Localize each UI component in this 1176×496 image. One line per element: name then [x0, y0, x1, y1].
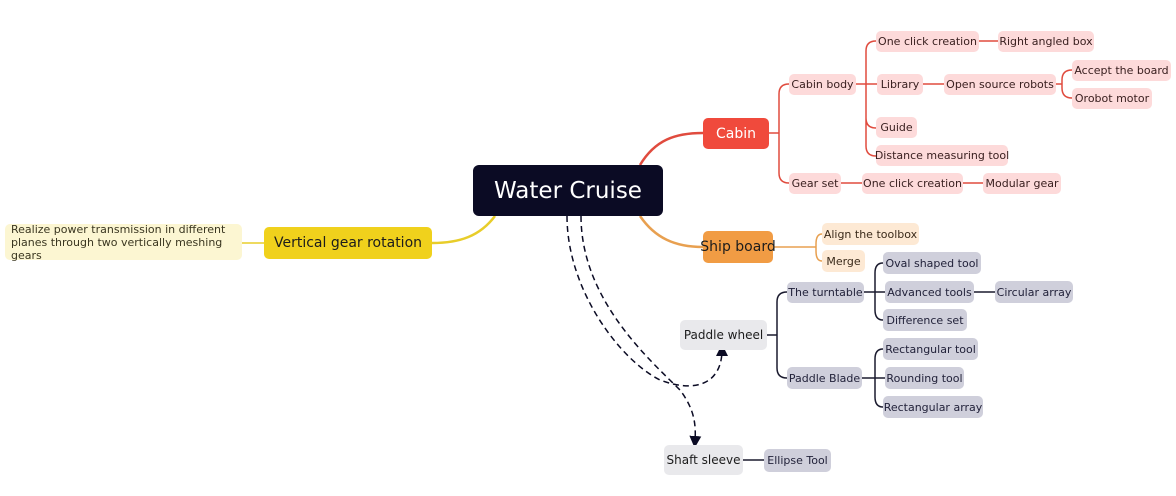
subtopic-circular-array[interactable]: Circular array: [995, 281, 1073, 303]
subtopic-distance-measuring-tool[interactable]: Distance measuring tool: [875, 145, 1009, 166]
edge-cabin-children: [769, 83, 790, 184]
subtopic-gear-one-click-creation[interactable]: One click creation: [862, 173, 963, 194]
subtopic-ellipse-tool[interactable]: Ellipse Tool: [764, 449, 831, 472]
subtopic-difference-set[interactable]: Difference set: [883, 309, 967, 331]
edge-shipboard-children: [773, 233, 823, 262]
subtopic-cabin-body[interactable]: Cabin body: [789, 74, 856, 95]
topic-cabin[interactable]: Cabin: [703, 118, 769, 149]
subtopic-open-source-robots[interactable]: Open source robots: [944, 74, 1056, 95]
subtopic-right-angled-box[interactable]: Right angled box: [998, 31, 1094, 52]
subtopic-one-click-creation[interactable]: One click creation: [876, 31, 979, 52]
subtopic-paddle-blade[interactable]: Paddle Blade: [787, 367, 862, 389]
subtopic-rectangular-array[interactable]: Rectangular array: [883, 396, 983, 418]
root-topic[interactable]: Water Cruise: [473, 165, 663, 216]
subtopic-modular-gear[interactable]: Modular gear: [983, 173, 1061, 194]
topic-shaft-sleeve[interactable]: Shaft sleeve: [664, 445, 743, 475]
subtopic-the-turntable[interactable]: The turntable: [787, 282, 864, 303]
edge-paddle-children: [767, 291, 788, 379]
subtopic-align-the-toolbox[interactable]: Align the toolbox: [822, 223, 919, 245]
subtopic-orobot-motor[interactable]: Orobot motor: [1072, 88, 1152, 109]
subtopic-rectangular-tool[interactable]: Rectangular tool: [883, 338, 978, 360]
edge-cabinbody-children: [856, 40, 877, 157]
edge-root-cabin: [638, 131, 704, 166]
subtopic-accept-the-board[interactable]: Accept the board: [1072, 60, 1171, 81]
edge-turntable-children: [864, 262, 885, 321]
subtopic-gear-set[interactable]: Gear set: [789, 173, 841, 194]
topic-ship-board[interactable]: Ship board: [700, 231, 776, 263]
subtopic-guide[interactable]: Guide: [876, 117, 917, 138]
subtopic-rounding-tool[interactable]: Rounding tool: [885, 367, 964, 389]
subtopic-advanced-tools[interactable]: Advanced tools: [885, 281, 974, 303]
edge-robots-children: [1056, 69, 1073, 99]
subtopic-merge[interactable]: Merge: [822, 250, 865, 272]
note-vertical-gear[interactable]: Realize power transmission in different …: [5, 223, 242, 262]
dashed-arrow-paddle: [566, 215, 728, 387]
subtopic-oval-shaped-tool[interactable]: Oval shaped tool: [883, 252, 981, 274]
topic-vertical-gear-rotation[interactable]: Vertical gear rotation: [264, 227, 432, 259]
topic-paddle-wheel[interactable]: Paddle wheel: [680, 320, 767, 350]
subtopic-library[interactable]: Library: [877, 74, 923, 95]
edge-root-shipboard: [638, 215, 704, 249]
dashed-arrow-shaft: [580, 215, 702, 448]
edge-blade-children: [862, 348, 885, 408]
edge-root-vertical: [431, 215, 496, 245]
